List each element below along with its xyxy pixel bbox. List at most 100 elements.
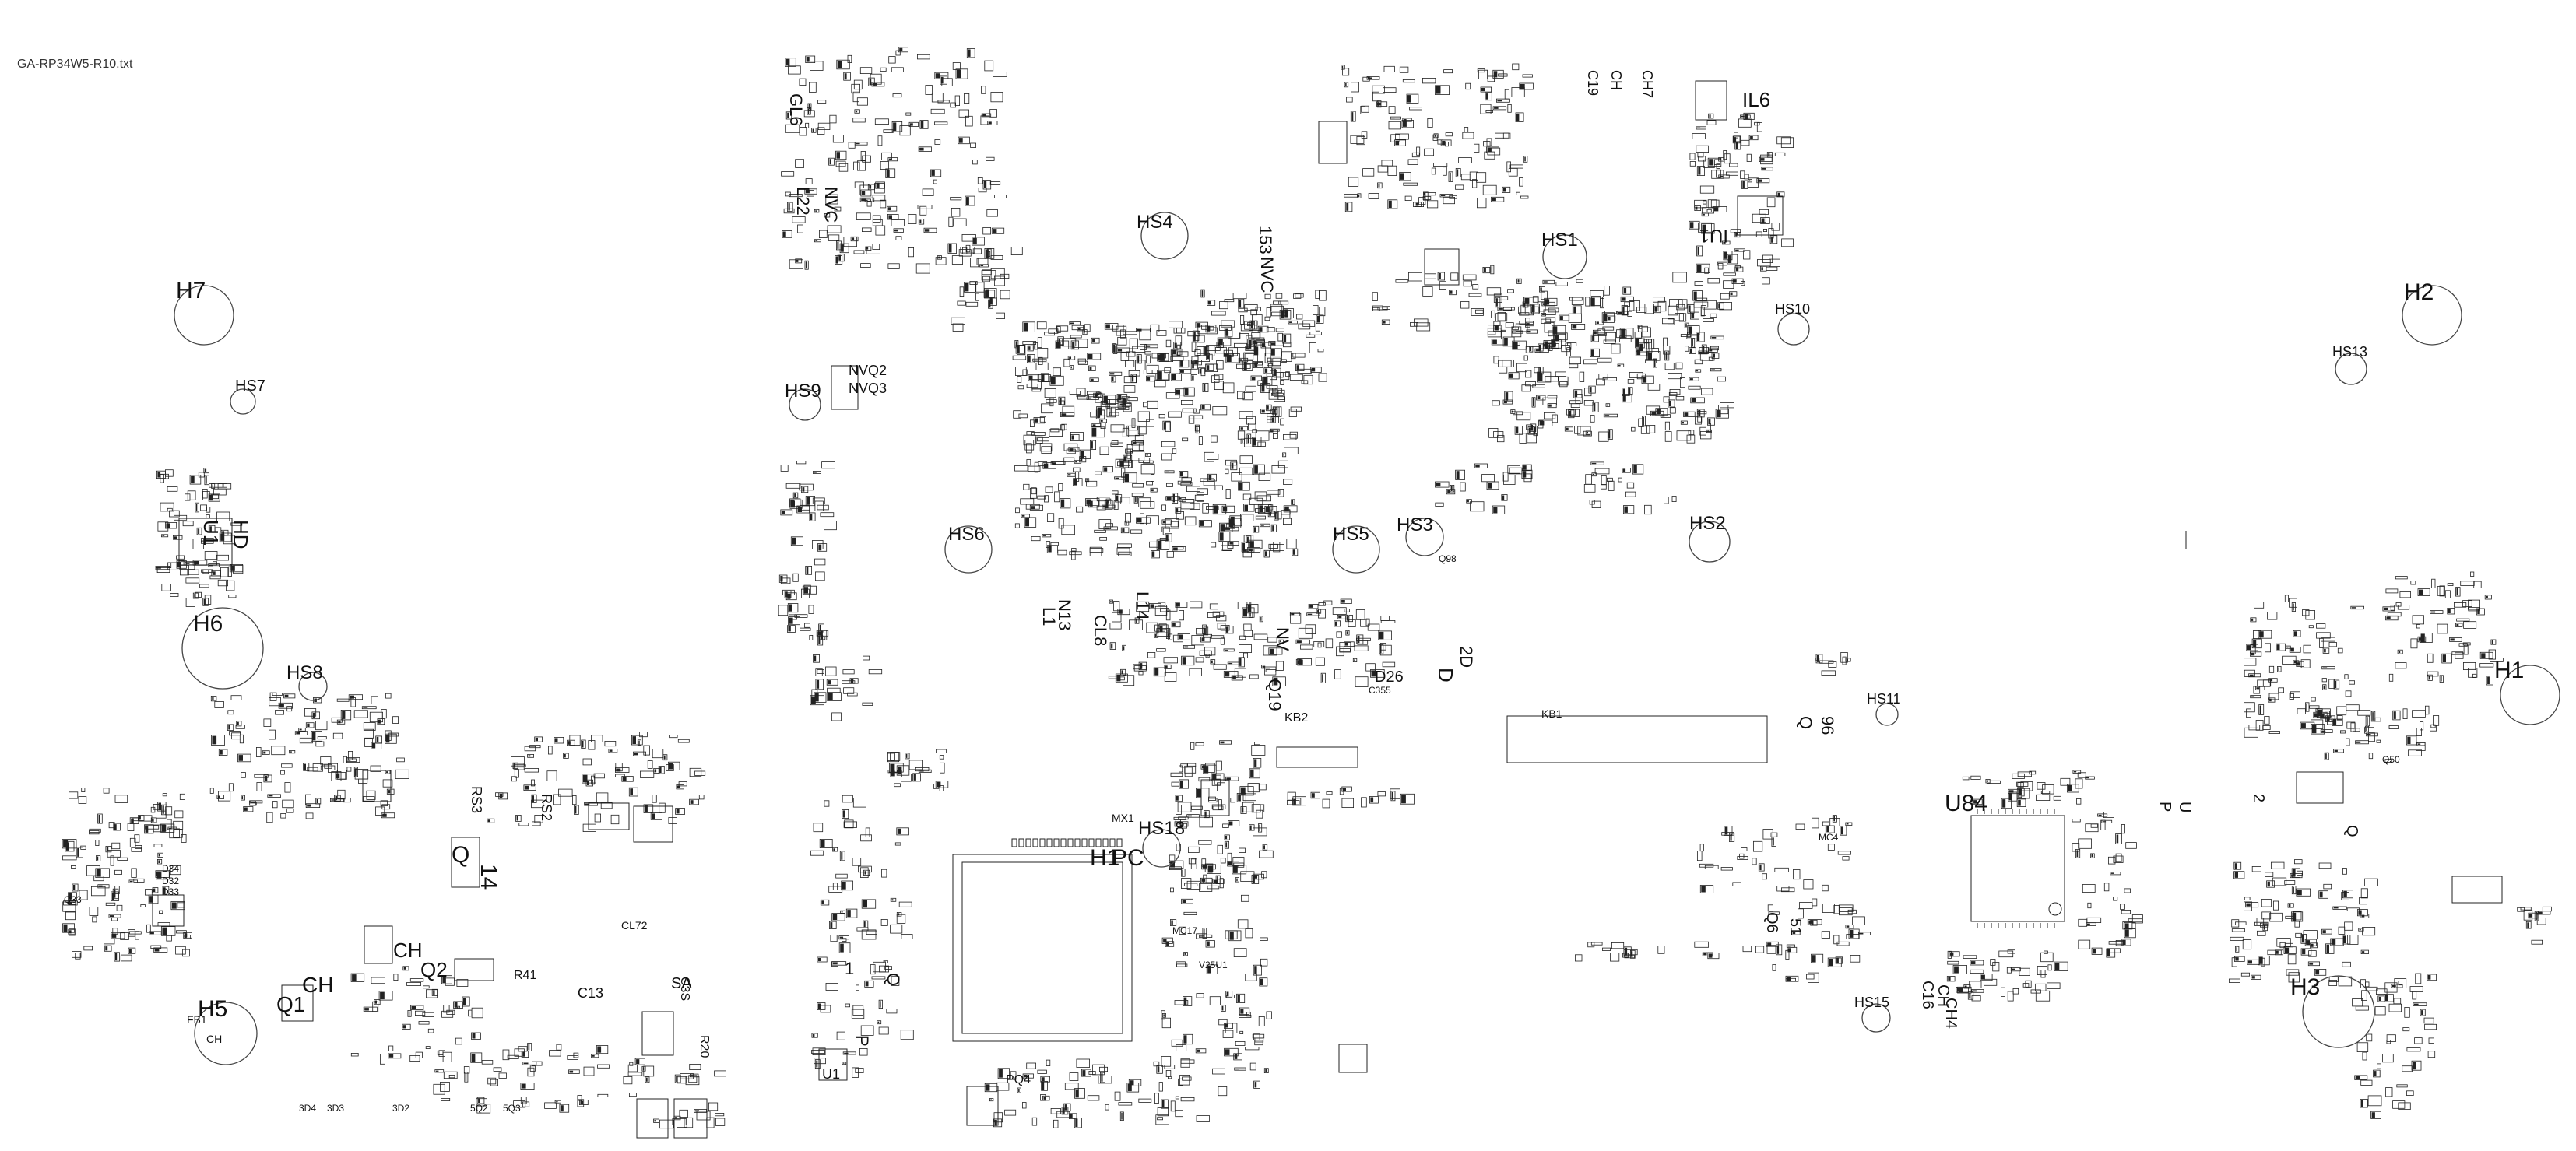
smd-footprint <box>810 695 824 706</box>
smd-pad <box>1516 426 1519 434</box>
smd-footprint <box>1032 358 1047 362</box>
smd-footprint <box>2536 918 2546 925</box>
smd-footprint <box>1437 272 1445 281</box>
smd-footprint <box>1202 382 1209 392</box>
smd-footprint <box>471 1032 481 1040</box>
smd-footprint <box>1699 347 1709 354</box>
smd-footprint <box>2321 666 2335 670</box>
smd-footprint <box>1752 840 1763 852</box>
smd-footprint <box>962 247 968 254</box>
smd-footprint <box>1460 482 1466 492</box>
smd-pad <box>374 1000 377 1004</box>
smd-footprint <box>170 865 181 876</box>
smd-footprint <box>970 257 979 268</box>
smd-footprint <box>1360 105 1365 114</box>
designator-label: CH7 <box>1639 70 1655 98</box>
smd-footprint <box>1341 798 1355 808</box>
smd-pad <box>2372 712 2374 721</box>
smd-footprint <box>887 753 895 762</box>
smd-footprint <box>978 188 987 193</box>
smd-pad <box>388 1054 394 1058</box>
smd-footprint <box>1211 542 1217 548</box>
smd-footprint <box>1022 321 1035 332</box>
smd-pad <box>1502 188 1506 192</box>
smd-footprint <box>334 795 341 802</box>
smd-footprint <box>1737 856 1748 860</box>
smd-footprint <box>843 72 851 81</box>
smd-footprint <box>2410 581 2416 585</box>
smd-pad <box>1450 290 1453 294</box>
smd-footprint <box>787 603 799 613</box>
smd-pad <box>1540 287 1542 292</box>
smd-footprint <box>1266 1011 1273 1019</box>
smd-footprint <box>844 819 854 829</box>
smd-footprint <box>1619 335 1632 342</box>
smd-pad <box>1173 547 1178 551</box>
smd-pad <box>1118 395 1122 401</box>
smd-footprint <box>1706 209 1712 212</box>
smd-footprint <box>669 735 678 739</box>
smd-pad <box>2428 676 2430 680</box>
smd-pad <box>569 1070 574 1073</box>
smd-footprint <box>964 282 976 293</box>
smd-footprint <box>1158 624 1169 633</box>
smd-footprint <box>1376 100 1382 108</box>
smd-pad <box>805 189 810 194</box>
smd-footprint <box>1381 160 1393 167</box>
smd-footprint <box>210 696 217 702</box>
smd-footprint <box>1699 352 1715 361</box>
smd-footprint <box>1200 636 1211 643</box>
smd-pad <box>886 169 890 177</box>
smd-footprint <box>940 762 945 774</box>
smd-footprint <box>1822 904 1835 913</box>
smd-pad <box>1358 194 1360 198</box>
smd-footprint <box>1694 281 1703 286</box>
smd-pad <box>989 297 993 305</box>
smd-pad <box>1829 959 1833 967</box>
smd-footprint <box>1798 908 1804 919</box>
smd-footprint <box>1117 543 1132 548</box>
smd-footprint <box>1309 342 1316 353</box>
smd-pad <box>993 229 997 233</box>
smd-footprint <box>1703 200 1707 205</box>
smd-pad <box>965 197 969 205</box>
smd-footprint <box>208 493 220 502</box>
component-outline <box>831 365 859 410</box>
smd-footprint <box>1224 840 1230 849</box>
smd-pad <box>1273 369 1277 377</box>
smd-footprint <box>544 1102 557 1109</box>
designator-label: NVQ2 <box>849 363 887 378</box>
component-outline <box>281 984 314 1022</box>
smd-footprint <box>1743 112 1755 121</box>
smd-footprint <box>2388 673 2394 682</box>
smd-footprint <box>690 1073 699 1078</box>
smd-pad <box>659 767 662 773</box>
smd-pad <box>592 1054 595 1057</box>
smd-pad <box>2086 777 2089 779</box>
smd-footprint <box>2072 843 2080 852</box>
smd-footprint <box>422 1012 435 1017</box>
smd-footprint <box>843 687 855 694</box>
smd-footprint <box>824 213 831 218</box>
smd-pad <box>1772 837 1774 846</box>
smd-footprint <box>269 692 277 701</box>
smd-footprint <box>2250 695 2261 699</box>
smd-footprint <box>1664 350 1670 361</box>
smd-footprint <box>863 869 870 876</box>
smd-footprint <box>1258 823 1263 833</box>
smd-pad <box>818 544 822 551</box>
smd-footprint <box>1460 300 1470 309</box>
smd-footprint <box>817 1002 826 1010</box>
smd-footprint <box>871 976 886 980</box>
smd-pad <box>1622 468 1626 472</box>
smd-footprint <box>1259 977 1268 987</box>
mounting-hole-hs13 <box>2335 353 2367 385</box>
smd-pad <box>1696 265 1702 272</box>
smd-footprint <box>1717 376 1726 382</box>
smd-footprint <box>1091 423 1102 427</box>
smd-footprint <box>2364 727 2374 734</box>
smd-pad <box>1161 1100 1165 1108</box>
smd-footprint <box>792 492 799 499</box>
